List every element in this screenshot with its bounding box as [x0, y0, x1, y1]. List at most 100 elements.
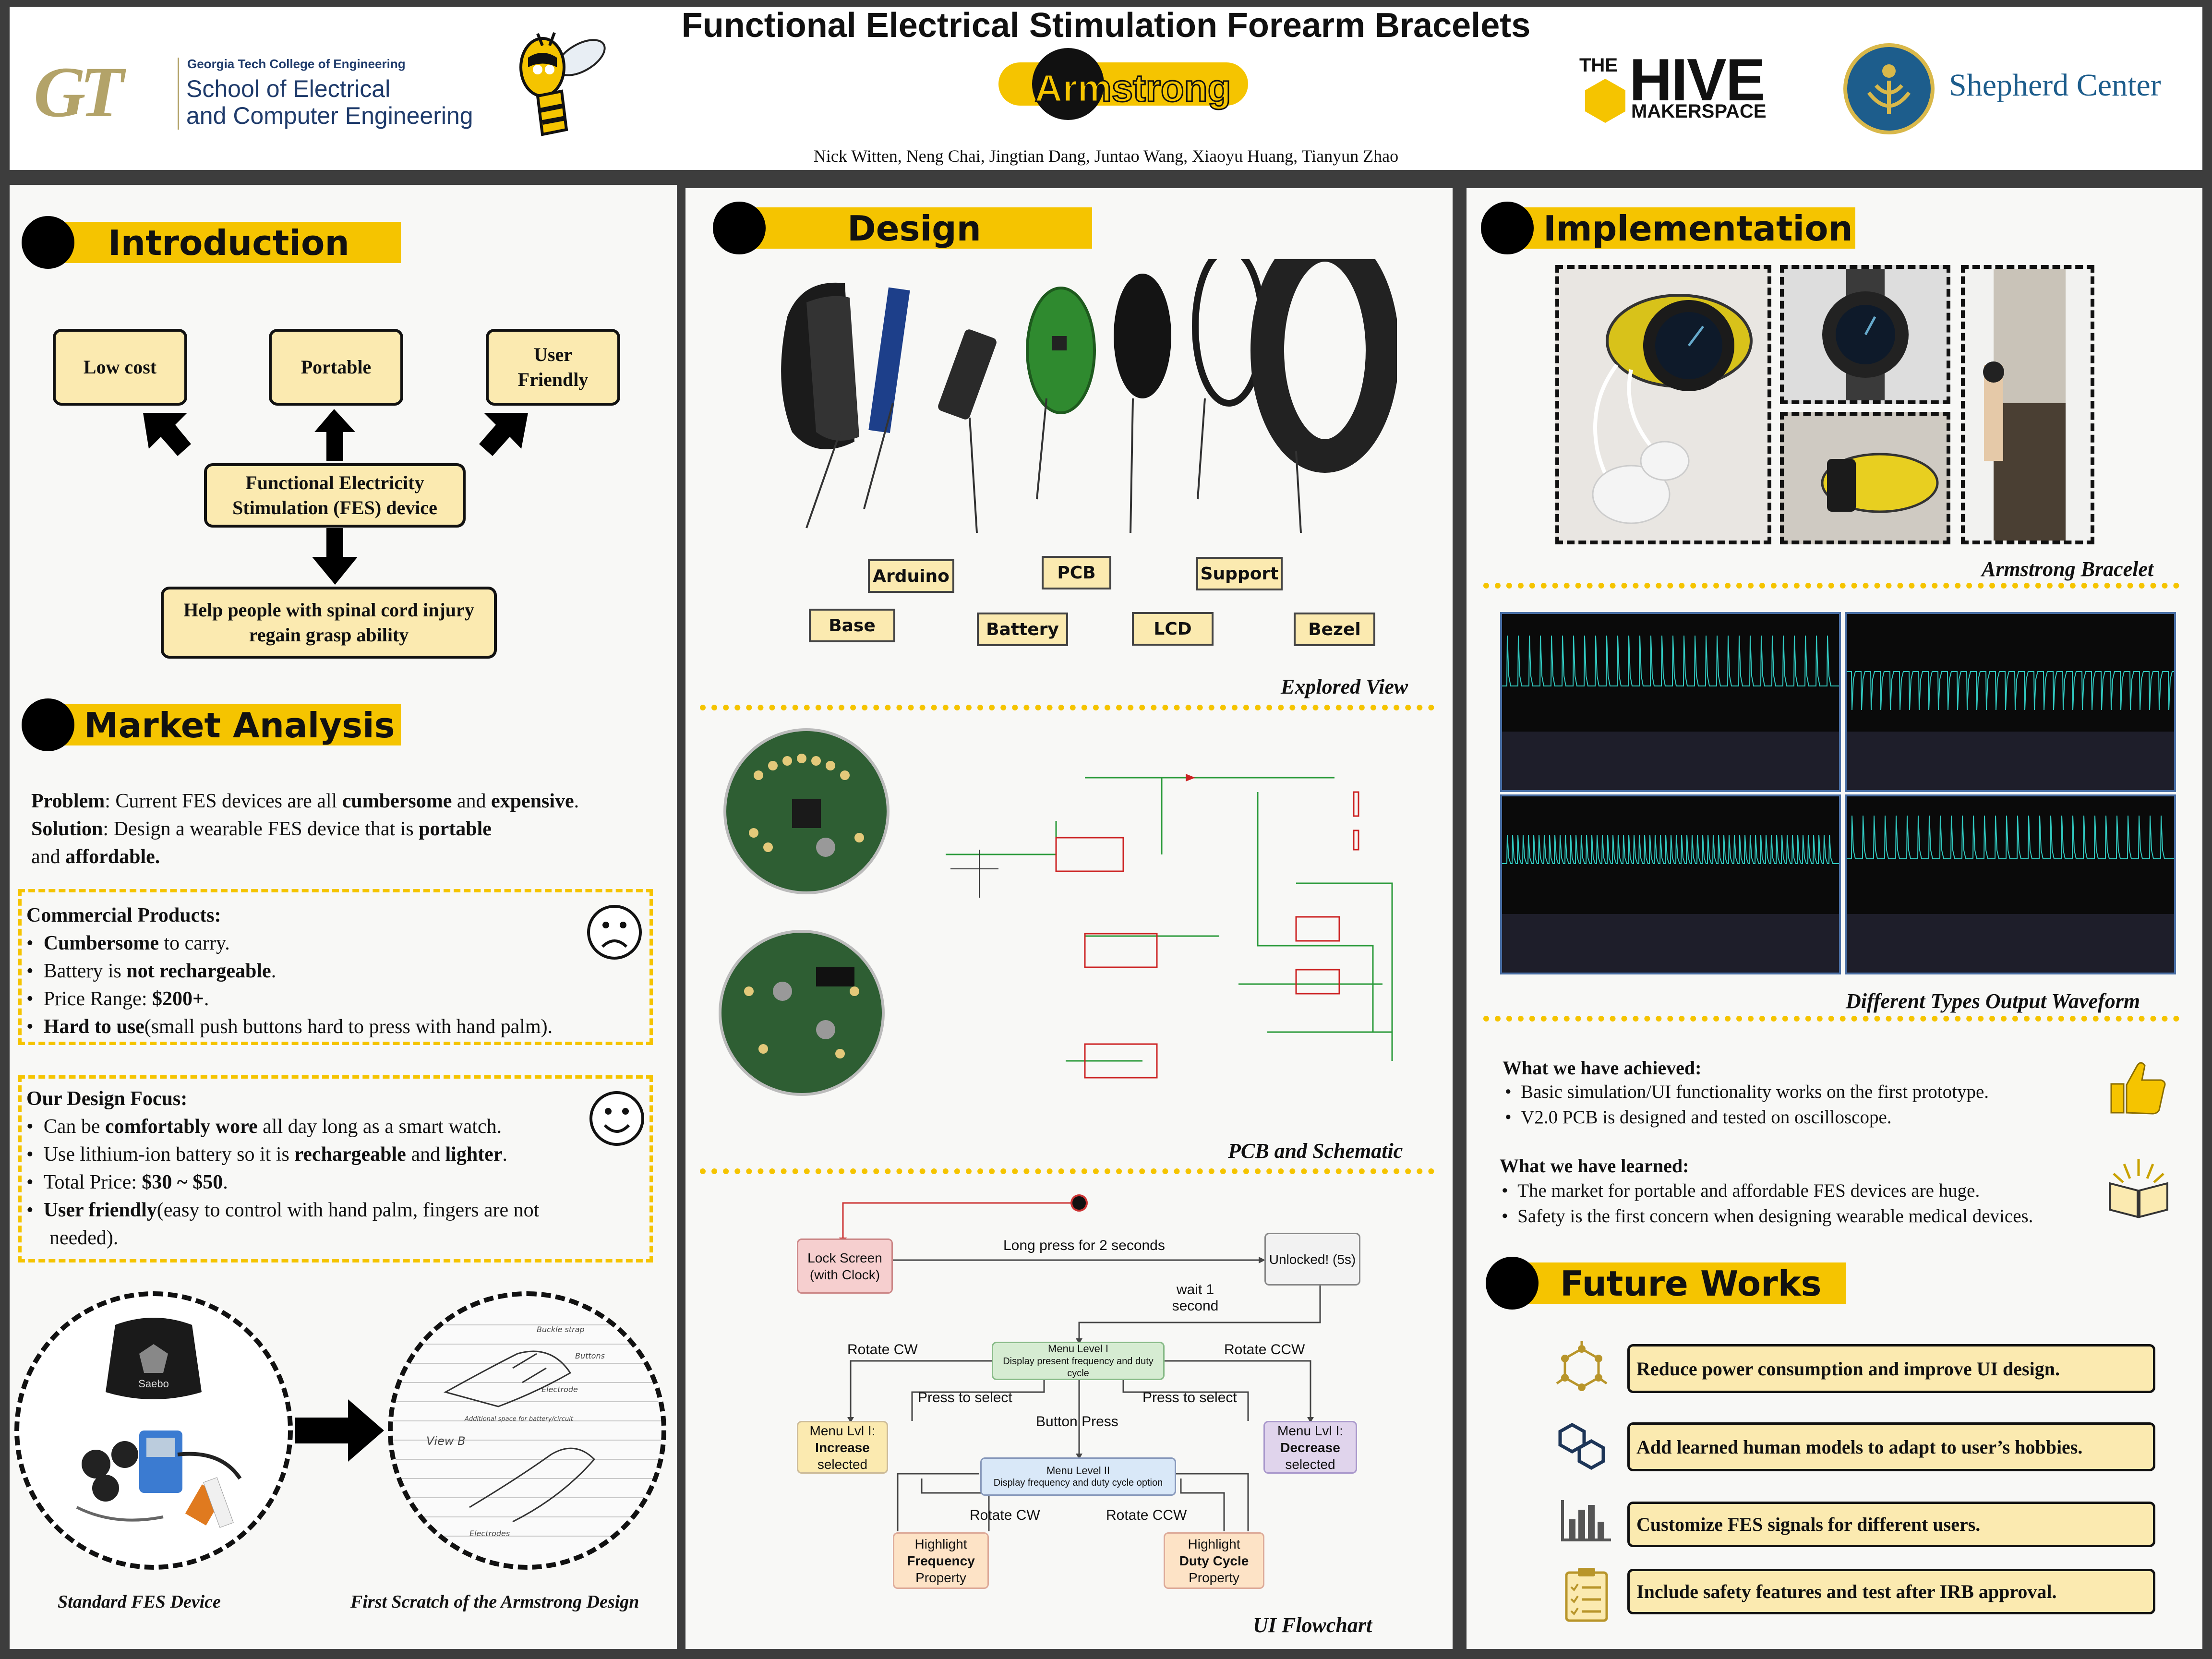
lcd-part — [1114, 274, 1171, 398]
future-item-1: Reduce power consumption and improve UI … — [1627, 1344, 2155, 1393]
waveform-trace-4 — [1847, 815, 2174, 859]
part-tag-bezel: Bezel — [1294, 613, 1375, 646]
flow-press-select-right: Press to select — [1142, 1390, 1237, 1406]
future-item-4: Include safety features and test after I… — [1627, 1569, 2155, 1614]
flowchart-connectors — [839, 1194, 1321, 1531]
feature-box-user-friendly: User Friendly — [486, 329, 620, 406]
team-members: Nick Witten, Neng Chai, Jingtian Dang, J… — [813, 146, 1399, 166]
flow-wait-label: wait 1 second — [1172, 1282, 1219, 1314]
implementation-heading: Implementation — [1481, 202, 1855, 254]
part-tag-arduino: Arduino — [868, 559, 954, 593]
part-tag-pcb: PCB — [1042, 556, 1111, 589]
future-item-2: Add learned human models to adapt to use… — [1627, 1422, 2155, 1471]
focus-item-1: • Can be comfortably wore all day long a… — [26, 1116, 502, 1138]
ui-flowchart-caption: UI Flowchart — [1253, 1613, 1372, 1637]
design-divider-2 — [700, 1168, 1434, 1174]
sketch-note-buckle: Buckle strap — [537, 1325, 585, 1334]
focus-item-2: • Use lithium-ion battery so it is recha… — [26, 1143, 507, 1166]
device-brand-text: Saebo — [138, 1378, 169, 1390]
market-analysis-title: Market Analysis — [84, 705, 395, 745]
intro-arrows — [143, 409, 528, 585]
implementation-title: Implementation — [1543, 208, 1853, 249]
learned-item-1: • The market for portable and affordable… — [1502, 1180, 1980, 1201]
introduction-heading: Introduction — [22, 216, 401, 269]
bracelet-photo-main — [1555, 265, 1771, 544]
commercial-products-box — [18, 889, 653, 1045]
hive-the: THE — [1579, 55, 1618, 76]
achieved-title: What we have achieved: — [1503, 1057, 1702, 1079]
armstrong-logo-circle — [1032, 48, 1104, 120]
waveform-caption: Different Types Output Waveform — [1846, 989, 2140, 1013]
exploded-view-image — [781, 259, 1397, 533]
hive-sub: MAKERSPACE — [1631, 101, 1767, 122]
impl-divider-1 — [1483, 583, 2179, 589]
bar-chart-icon — [1561, 1500, 1611, 1541]
sad-face-icon — [587, 905, 642, 960]
bezel-part — [1250, 259, 1397, 473]
design-title: Design — [847, 208, 981, 249]
solution-statement-line2: and affordable. — [31, 846, 160, 868]
first-sketch-image: Buckle strap Buttons Electrode Additiona… — [388, 1291, 666, 1570]
market-analysis-heading: Market Analysis — [22, 698, 401, 751]
arduino-part — [868, 287, 910, 433]
sketch-note-electrode: Electrode — [541, 1385, 578, 1394]
battery-part — [938, 329, 997, 420]
arrow-to-low-cost — [143, 413, 191, 456]
base-part — [781, 282, 859, 449]
commercial-item-3: • Price Range: $200+. — [26, 988, 209, 1010]
design-focus-box — [18, 1075, 653, 1262]
focus-item-4-cont: needed). — [49, 1227, 119, 1249]
flow-unlocked: Unlocked! (5s) — [1264, 1233, 1360, 1286]
open-book-icon — [2109, 1159, 2168, 1218]
sketch-note-buttons: Buttons — [575, 1351, 605, 1360]
hive-makerspace-logo: THE HIVE MAKERSPACE — [1579, 47, 1791, 130]
hexagon-network-icon — [1558, 1422, 1605, 1470]
sketch-note-electrodes: Electrodes — [469, 1529, 510, 1538]
learned-title: What we have learned: — [1500, 1155, 1689, 1177]
design-divider-1 — [700, 705, 1434, 710]
part-tag-lcd: LCD — [1132, 612, 1214, 646]
design-heading: Design — [713, 202, 1092, 254]
arrow-to-portable — [314, 409, 355, 461]
schematic-image — [946, 774, 1393, 1079]
standard-fes-device-image: Saebo — [14, 1291, 293, 1570]
achieved-item-1: • Basic simulation/UI functionality work… — [1505, 1082, 1989, 1102]
future-works-heading: Future Works — [1486, 1257, 1851, 1310]
introduction-title: Introduction — [108, 223, 349, 263]
feature-box-portable: Portable — [269, 329, 403, 406]
waveform-scope-4 — [1845, 794, 2176, 974]
solution-statement: Solution: Design a wearable FES device t… — [31, 818, 492, 840]
shepherd-name: Shepherd Center — [1949, 68, 2161, 103]
flow-button-press: Button Press — [1036, 1414, 1118, 1430]
design-focus-title: Our Design Focus: — [26, 1088, 188, 1110]
arrow-to-goal — [312, 528, 358, 585]
waveform-trace-2 — [1847, 671, 2174, 710]
first-scratch-caption: First Scratch of the Armstrong Design — [350, 1592, 639, 1612]
learned-item-2: • Safety is the first concern when desig… — [1502, 1206, 2033, 1226]
commercial-item-2: • Battery is not rechargeable. — [26, 960, 276, 982]
arrow-to-user-friendly — [479, 413, 528, 456]
gt-school-line2: and Computer Engineering — [186, 102, 473, 129]
clipboard-checklist-icon — [1565, 1568, 1608, 1622]
gt-college-text: Georgia Tech College of Engineering — [187, 57, 406, 71]
waveform-scope-3 — [1500, 794, 1841, 974]
focus-item-3: • Total Price: $30 ~ $50. — [26, 1171, 228, 1193]
gt-divider — [178, 58, 179, 130]
flow-menu-level-1: Menu Level I Display present frequency a… — [992, 1342, 1165, 1380]
standard-fes-caption: Standard FES Device — [58, 1592, 221, 1612]
hive-big: HIVE — [1629, 47, 1765, 113]
thumbs-up-icon — [2110, 1062, 2166, 1115]
commercial-item-4: • Hard to use(small push buttons hard to… — [26, 1016, 553, 1038]
future-works-title: Future Works — [1560, 1263, 1822, 1304]
bracelet-photo-top — [1780, 265, 1950, 404]
fes-device-box: Functional Electricity Stimulation (FES)… — [204, 463, 466, 528]
armstrong-logo: Armstrong — [998, 48, 1248, 120]
focus-item-4: • User friendly(easy to control with han… — [26, 1199, 540, 1221]
future-item-3: Customize FES signals for different user… — [1627, 1502, 2155, 1547]
feature-box-low-cost: Low cost — [53, 329, 187, 406]
flow-long-press-label: Long press for 2 seconds — [1003, 1238, 1165, 1253]
sketch-note-view: View B — [426, 1434, 466, 1448]
happy-face-icon — [589, 1091, 644, 1146]
